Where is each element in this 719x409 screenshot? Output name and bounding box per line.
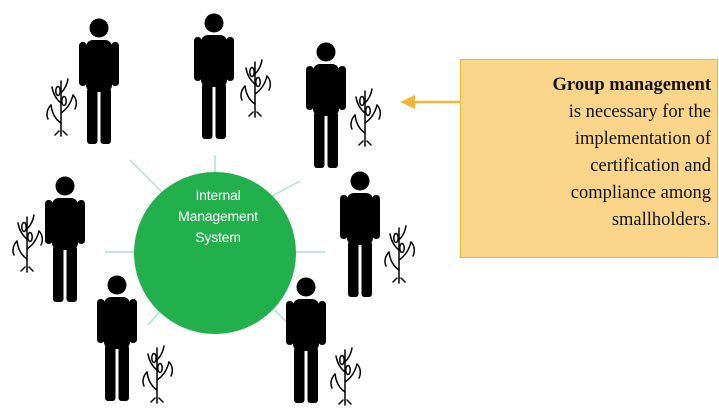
center-label: Internal Management System (143, 185, 293, 248)
center-label-line: System (195, 229, 241, 245)
person-icon (306, 42, 346, 168)
center-label-line: Internal (195, 187, 241, 203)
person-icon (97, 275, 137, 401)
smallholder-figure (46, 18, 119, 144)
person-icon (79, 18, 119, 144)
callout-text-line: implementation of (574, 129, 711, 149)
smallholder-figure (340, 171, 416, 297)
smallholder-figure (12, 176, 85, 302)
callout-text-line: compliance among (570, 183, 711, 203)
smallholder-figure (306, 42, 382, 168)
corn-plant-icon (12, 214, 44, 273)
callout-text-line: is necessary for the (568, 102, 711, 122)
callout-title: Group management (552, 75, 711, 95)
corn-plant-icon (142, 345, 174, 404)
corn-plant-icon (330, 347, 362, 406)
corn-plant-icon (350, 88, 382, 147)
callout-text-line: smallholders. (611, 210, 711, 230)
corn-plant-icon (46, 78, 78, 137)
smallholder-figure (286, 277, 362, 406)
callout-text-line: certification and (590, 156, 711, 176)
internal-management-system-circle (134, 172, 296, 334)
person-icon (286, 277, 326, 403)
person-icon (45, 176, 85, 302)
arrow-left-icon (400, 95, 415, 109)
person-icon (340, 171, 380, 297)
callout-arrow (400, 95, 460, 109)
person-icon (194, 13, 234, 139)
callout-box: Group management is necessary for the im… (460, 59, 718, 258)
corn-plant-icon (240, 59, 272, 118)
smallholder-figure (194, 13, 272, 139)
center-label-line: Management (178, 208, 258, 224)
corn-plant-icon (384, 225, 416, 284)
